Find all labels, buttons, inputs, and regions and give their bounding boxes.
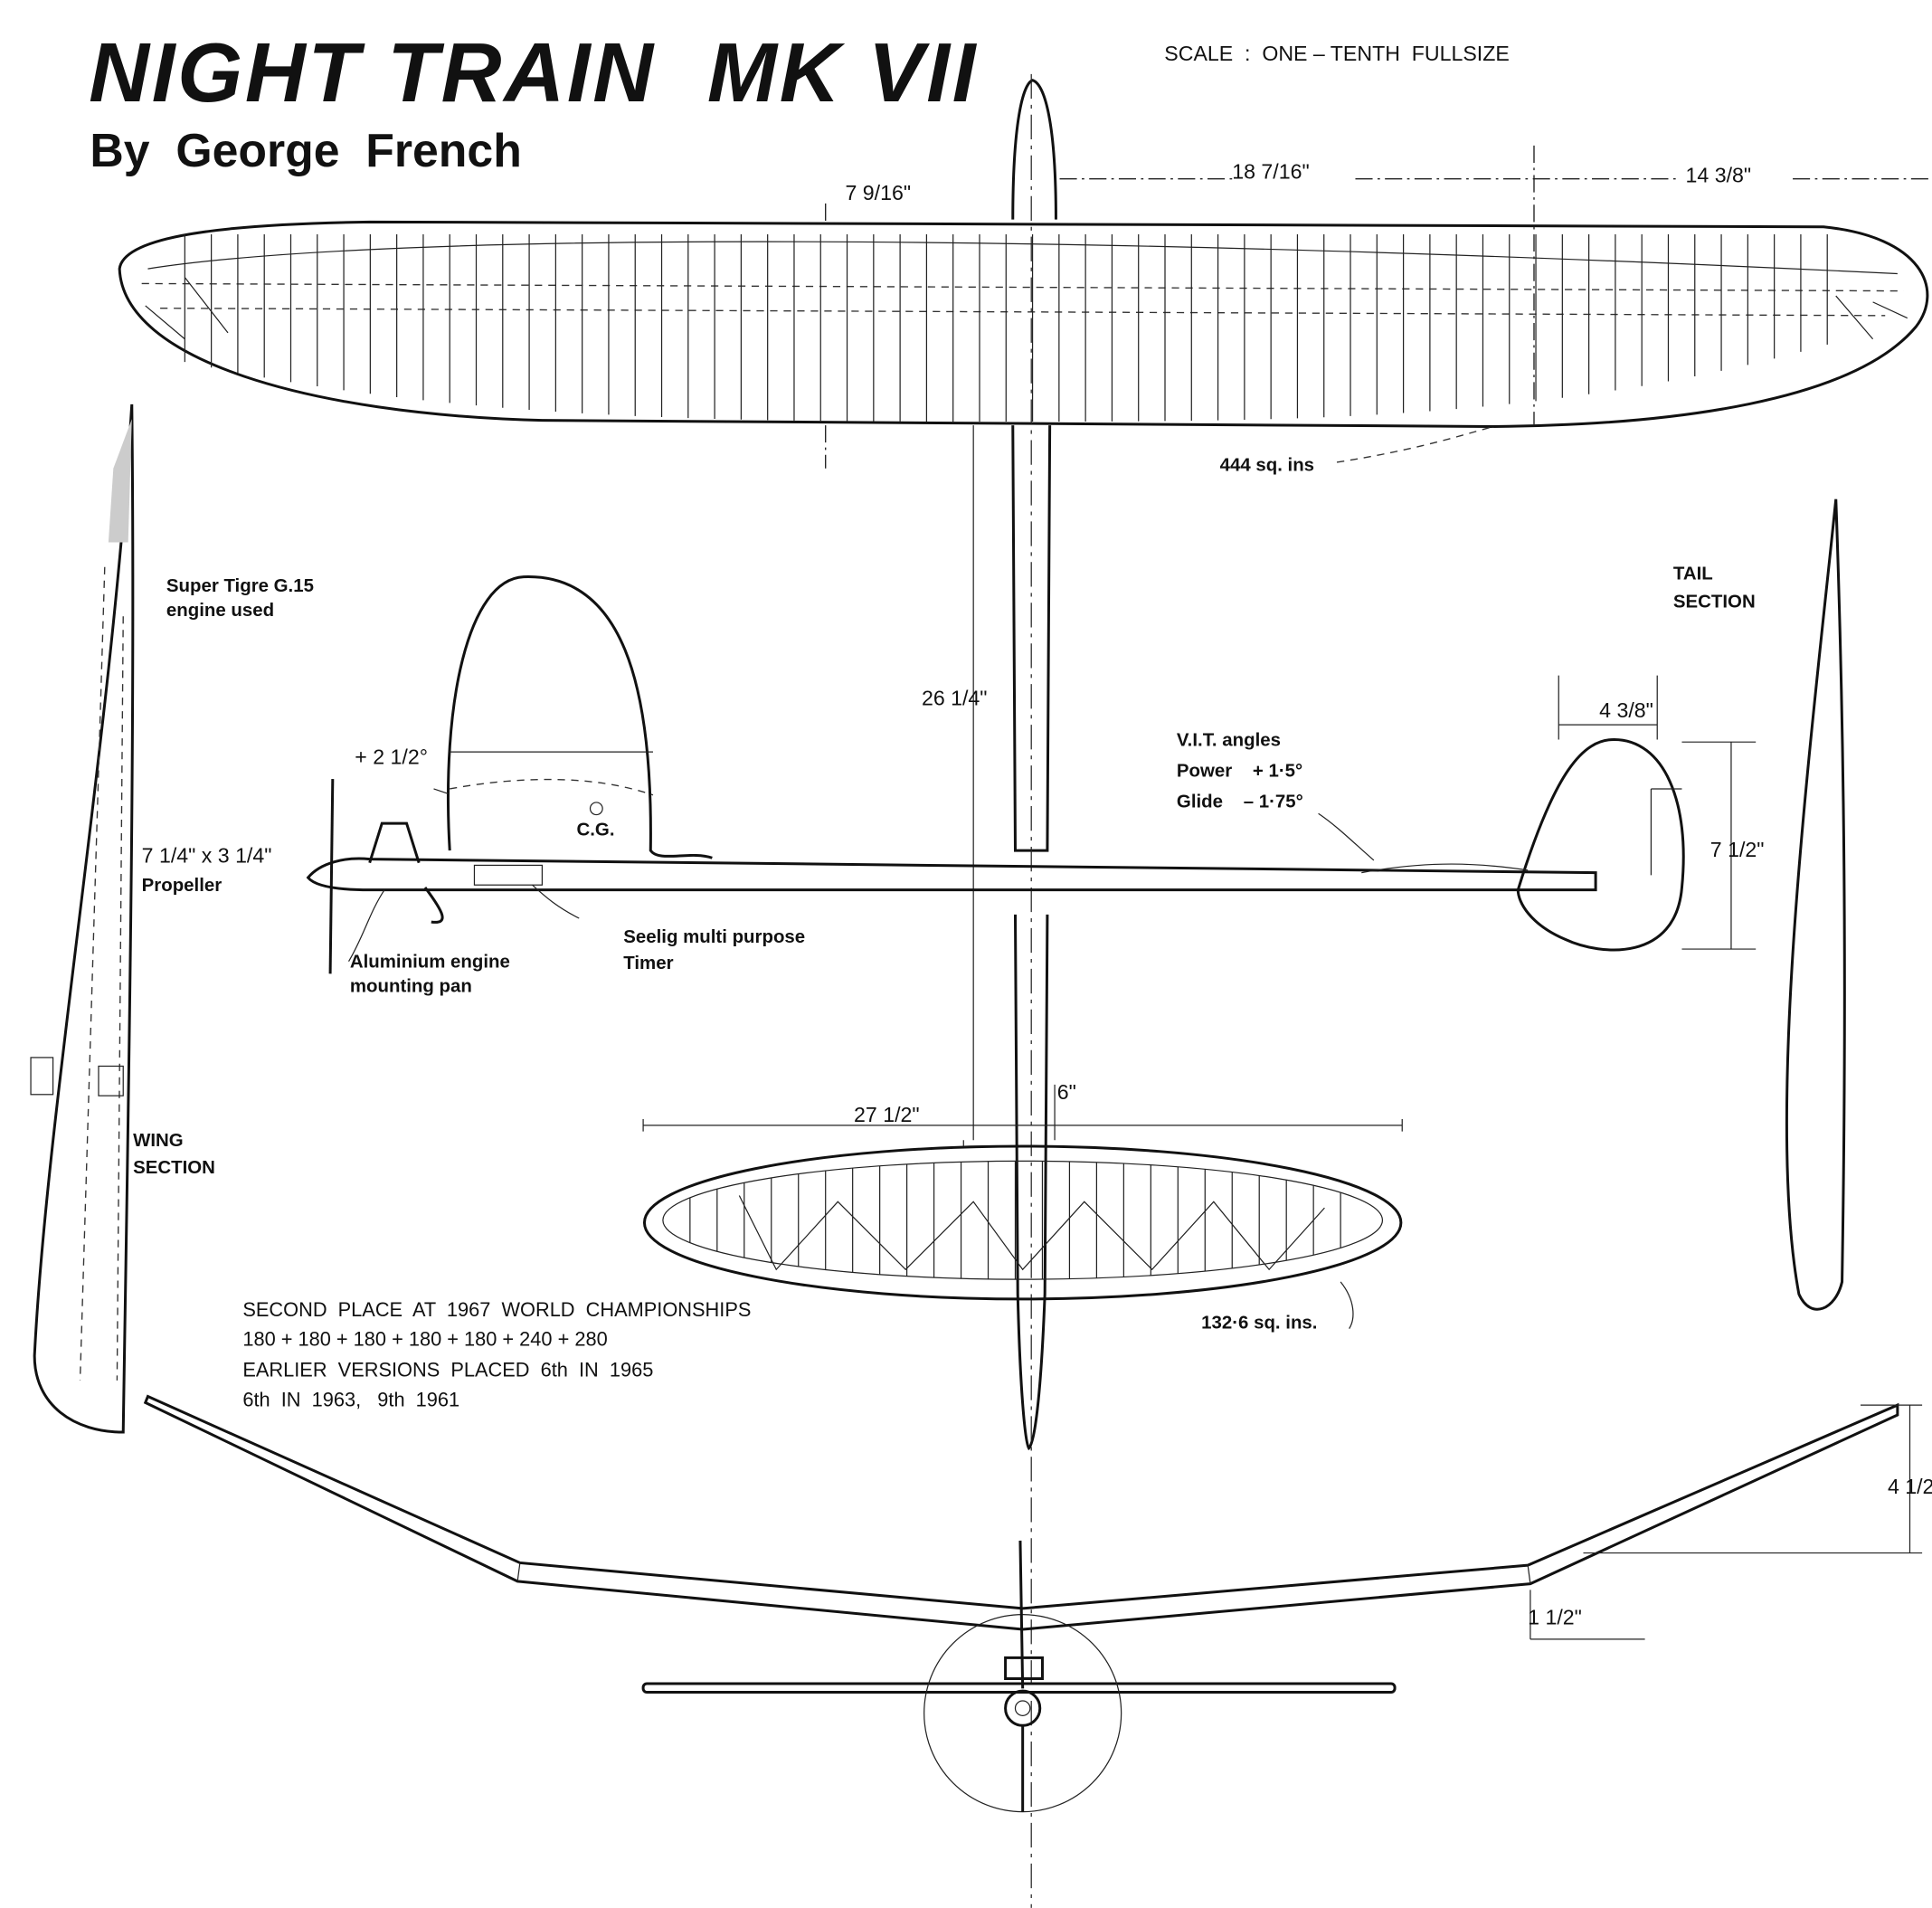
fin-chord-dim: 4 3/8": [1599, 698, 1653, 722]
record-line: EARLIER VERSIONS PLACED 6th IN 1965: [242, 1359, 653, 1381]
fuselage-top-view: [1011, 73, 1057, 1908]
vit-power: Power + 1·5°: [1177, 761, 1302, 781]
engine-pan-note-1: Aluminium engine: [350, 952, 510, 972]
engine-pan-note-2: mounting pan: [350, 977, 472, 997]
vit-title: V.I.T. angles: [1177, 730, 1281, 750]
moment-arm-dim: 26 1/4": [922, 686, 988, 709]
wing-section-label-2: SECTION: [133, 1158, 215, 1178]
prop-size-label: 7 1/4" x 3 1/4": [142, 844, 272, 868]
plan-title: NIGHT TRAIN MK VII: [89, 25, 978, 119]
dihedral-tip-dim: 4 1/2": [1888, 1475, 1932, 1498]
record-line: 6th IN 1963, 9th 1961: [242, 1388, 459, 1410]
prop-label: Propeller: [142, 876, 223, 896]
tail-section: [1785, 498, 1846, 1311]
record-notes: SECOND PLACE AT 1967 WORLD CHAMPIONSHIPS…: [242, 1298, 751, 1410]
tail-section-label-1: TAIL: [1673, 564, 1713, 584]
stab-span-dim: 27 1/2": [854, 1103, 920, 1126]
scale-note: SCALE : ONE – TENTH FULLSIZE: [1164, 42, 1510, 65]
record-line: 180 + 180 + 180 + 180 + 180 + 240 + 280: [242, 1328, 607, 1351]
fin-height-dim: 7 1/2": [1710, 838, 1765, 861]
side-view: [306, 575, 1685, 974]
main-wing-plan: [118, 220, 1929, 428]
wing-centre-span-dim: 18 7/16": [1232, 160, 1309, 184]
front-view: [143, 1394, 1923, 1813]
timer-note-2: Timer: [623, 954, 673, 973]
engine-note-1: Super Tigre G.15: [166, 576, 314, 596]
record-line: SECOND PLACE AT 1967 WORLD CHAMPIONSHIPS: [242, 1298, 751, 1321]
wing-section: [30, 403, 135, 1434]
wing-tip-span-dim: 14 3/8": [1686, 164, 1752, 187]
wing-section-label-1: WING: [133, 1131, 184, 1151]
timer-note-1: Seelig multi purpose: [623, 927, 805, 947]
plan-author: By George French: [90, 124, 521, 176]
vit-glide: Glide – 1·75°: [1177, 792, 1303, 812]
tail-section-label-2: SECTION: [1673, 593, 1756, 612]
stab-chord-dim: 6": [1057, 1080, 1076, 1104]
incidence-label: + 2 1/2°: [355, 745, 428, 769]
engine-note-2: engine used: [166, 601, 274, 621]
dihedral-centre-dim: 1 1/2": [1528, 1606, 1582, 1629]
wing-area-label: 444 sq. ins: [1220, 455, 1314, 475]
stab-area-label: 132·6 sq. ins.: [1201, 1314, 1317, 1334]
stabilizer-plan: [642, 1144, 1403, 1301]
cg-label: C.G.: [577, 821, 615, 840]
wing-chord-dim: 7 9/16": [845, 181, 911, 204]
